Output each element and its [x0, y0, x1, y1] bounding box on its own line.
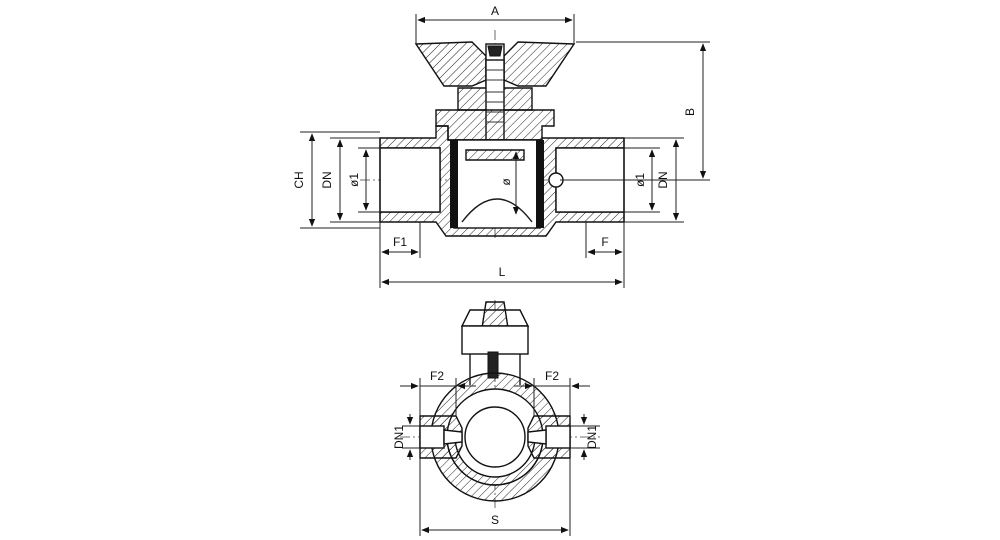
right-port-bore	[545, 425, 571, 449]
cross-handle-boss	[481, 301, 509, 329]
dim-label-b: B	[683, 108, 697, 116]
dim-label-dn-left: DN	[320, 171, 334, 188]
dim-label-dn-right: DN	[656, 171, 670, 188]
dim-label-s: S	[491, 513, 499, 527]
dim-label-l: L	[499, 265, 506, 279]
dim-label-phi1-right: ø1	[633, 173, 647, 187]
ball-top-slot	[465, 149, 525, 161]
cross-stem-housing	[461, 325, 529, 355]
dim-label-dn1-right: DN1	[585, 425, 599, 449]
dim-label-f1: F1	[393, 235, 407, 249]
dim-label-f: F	[601, 235, 608, 249]
dim-label-phi-center: ø	[499, 178, 513, 186]
dim-label-f2-left: F2	[430, 369, 444, 383]
cross-section-view: F2 F2 DN1 DN1 S	[392, 300, 600, 536]
handle-right-wing	[503, 41, 576, 87]
seat-left	[450, 140, 458, 228]
dim-label-dn1-left: DN1	[392, 425, 406, 449]
stem-nut	[487, 45, 503, 57]
dim-label-phi1-left: ø1	[347, 173, 361, 187]
dim-label-a: A	[491, 4, 499, 18]
left-port-bore	[419, 425, 445, 449]
ball-arc	[461, 198, 533, 223]
side-section-view: A B CH DN ø1 ø ø1 DN	[292, 4, 710, 288]
dim-label-f2-right: F2	[545, 369, 559, 383]
body-neck	[435, 109, 555, 141]
left-bore	[379, 147, 441, 213]
ball-bore	[464, 406, 526, 468]
seat-right	[536, 140, 544, 228]
handle-left-wing	[414, 41, 487, 87]
dim-label-ch: CH	[292, 171, 306, 188]
